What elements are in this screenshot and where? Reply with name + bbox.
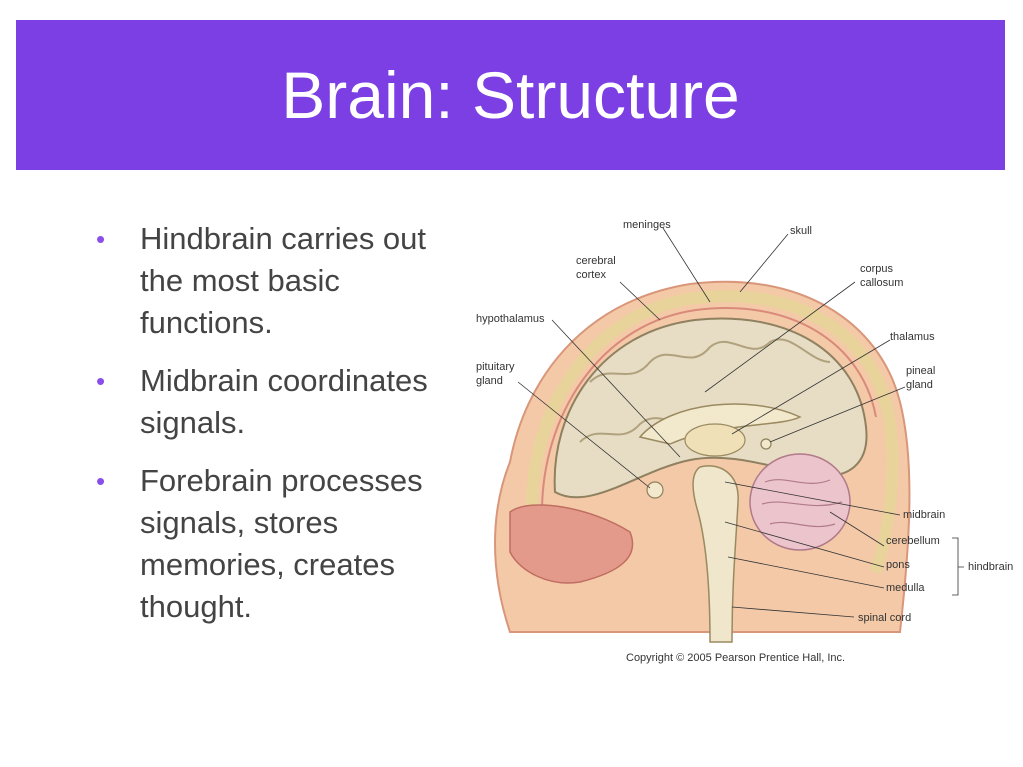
label-meninges: meninges (623, 219, 671, 231)
label-pineal-gland: pineal (906, 365, 935, 377)
leader-line (769, 386, 906, 443)
bullet-icon: • (96, 366, 106, 396)
slide-title: Brain: Structure (281, 58, 740, 132)
label-pituitary-gland: gland (476, 375, 503, 387)
label-corpus-callosum: callosum (860, 277, 903, 289)
nasal-cavity-shape (509, 504, 634, 584)
label-cerebral-cortex: cerebral (576, 255, 616, 267)
bullet-icon: • (96, 466, 106, 496)
skull-shape (525, 290, 899, 575)
bullet-item: • Midbrain coordinates signals. (96, 360, 476, 444)
leader-line (724, 521, 885, 568)
label-pituitary-gland: pituitary (476, 361, 515, 373)
label-spinal-cord: spinal cord (858, 612, 911, 624)
label-thalamus: thalamus (890, 331, 935, 343)
leader-line (731, 339, 891, 435)
bullet-text: Hindbrain carries out the most basic fun… (140, 221, 427, 340)
brainstem-shape (692, 465, 739, 643)
label-medulla: medulla (886, 582, 925, 594)
label-pineal-gland: gland (906, 379, 933, 391)
figure-copyright: Copyright © 2005 Pearson Prentice Hall, … (626, 652, 845, 664)
brain-illustration: meninges skull cerebral cortex corpus ca… (476, 219, 1013, 664)
bullet-item: • Forebrain processes signals, stores mem… (96, 460, 476, 628)
label-hypothalamus: hypothalamus (476, 313, 545, 325)
leader-line (619, 281, 661, 321)
leader-line (551, 319, 681, 458)
meninges-shape (541, 307, 877, 513)
leader-line (731, 606, 855, 618)
gyri-shape (589, 338, 831, 383)
pituitary-shape (646, 481, 664, 499)
label-pons: pons (886, 559, 910, 571)
label-cerebellum: cerebellum (886, 535, 940, 547)
cerebellum-shape (749, 453, 851, 551)
leader-line (739, 233, 789, 293)
label-hindbrain: hindbrain (968, 561, 1013, 573)
hindbrain-bracket (952, 537, 964, 596)
bullet-list: • Hindbrain carries out the most basic fu… (96, 218, 476, 644)
leader-line (704, 281, 856, 393)
title-bar: Brain: Structure (16, 20, 1005, 170)
thalamus-shape (684, 423, 746, 457)
leader-line (724, 481, 901, 516)
leader-line (727, 556, 885, 589)
label-cerebral-cortex: cortex (576, 269, 606, 281)
bullet-item: • Hindbrain carries out the most basic fu… (96, 218, 476, 344)
brain-diagram: meninges skull cerebral cortex corpus ca… (470, 212, 1023, 672)
bullet-icon: • (96, 224, 106, 254)
cerebellum-folia-shape (761, 479, 843, 528)
pineal-shape (760, 438, 772, 450)
leader-line (662, 227, 711, 303)
bullet-text: Forebrain processes signals, stores memo… (140, 463, 423, 624)
label-midbrain: midbrain (903, 509, 945, 521)
label-corpus-callosum: corpus (860, 263, 894, 275)
label-skull: skull (790, 225, 812, 237)
bullet-text: Midbrain coordinates signals. (140, 363, 428, 440)
leader-line (829, 511, 885, 547)
leader-line (517, 381, 651, 489)
